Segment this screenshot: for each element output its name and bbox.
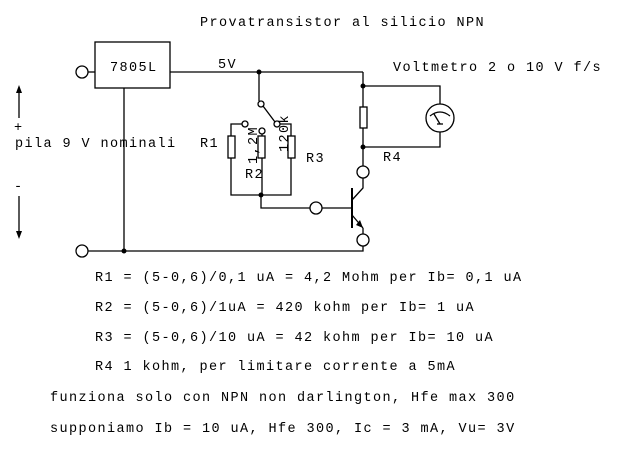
emitter-terminal [356,233,370,247]
r3-label: R3 [306,152,325,167]
battery-minus: - [14,180,24,195]
supply-label: 5V [218,58,237,73]
note-line: funziona solo con NPN non darlington, Hf… [50,391,516,406]
resistor-r4 [359,106,368,129]
selector-switch [241,72,281,135]
r3-value: 120k [278,114,293,152]
base-terminal [309,201,323,215]
note-line: R3 = (5-0,6)/10 uA = 42 kohm per Ib= 10 … [95,331,494,346]
note-line: R2 = (5-0,6)/1uA = 420 kohm per Ib= 1 uA [95,301,475,316]
r4-label: R4 [383,151,402,166]
battery-label: pila 9 V nominali [15,137,177,152]
npn-transistor-icon [351,178,364,234]
voltmeter-icon [425,103,455,133]
note-line: supponiamo Ib = 10 uA, Hfe 300, Ic = 3 m… [50,422,516,437]
arrow-up-icon [16,85,22,118]
input-terminal-negative [75,244,89,258]
diagram-title: Provatransistor al silicio NPN [200,16,485,31]
note-line: R4 1 kohm, per limitare corrente a 5mA [95,360,456,375]
collector-terminal [356,165,370,179]
r2-label: R2 [245,168,264,183]
regulator-label: 7805L [110,61,158,76]
regulator-7805 [94,41,171,89]
arrow-down-icon [16,196,22,239]
r1-label: R1 [200,137,219,152]
note-line: R1 = (5-0,6)/0,1 uA = 4,2 Mohm per Ib= 0… [95,271,523,286]
input-terminal-positive [75,65,89,79]
battery-plus: + [14,121,24,136]
r2-value: 1,2M [247,126,262,164]
resistor-r1 [227,135,236,159]
voltmeter-label: Voltmetro 2 o 10 V f/s [393,61,602,76]
